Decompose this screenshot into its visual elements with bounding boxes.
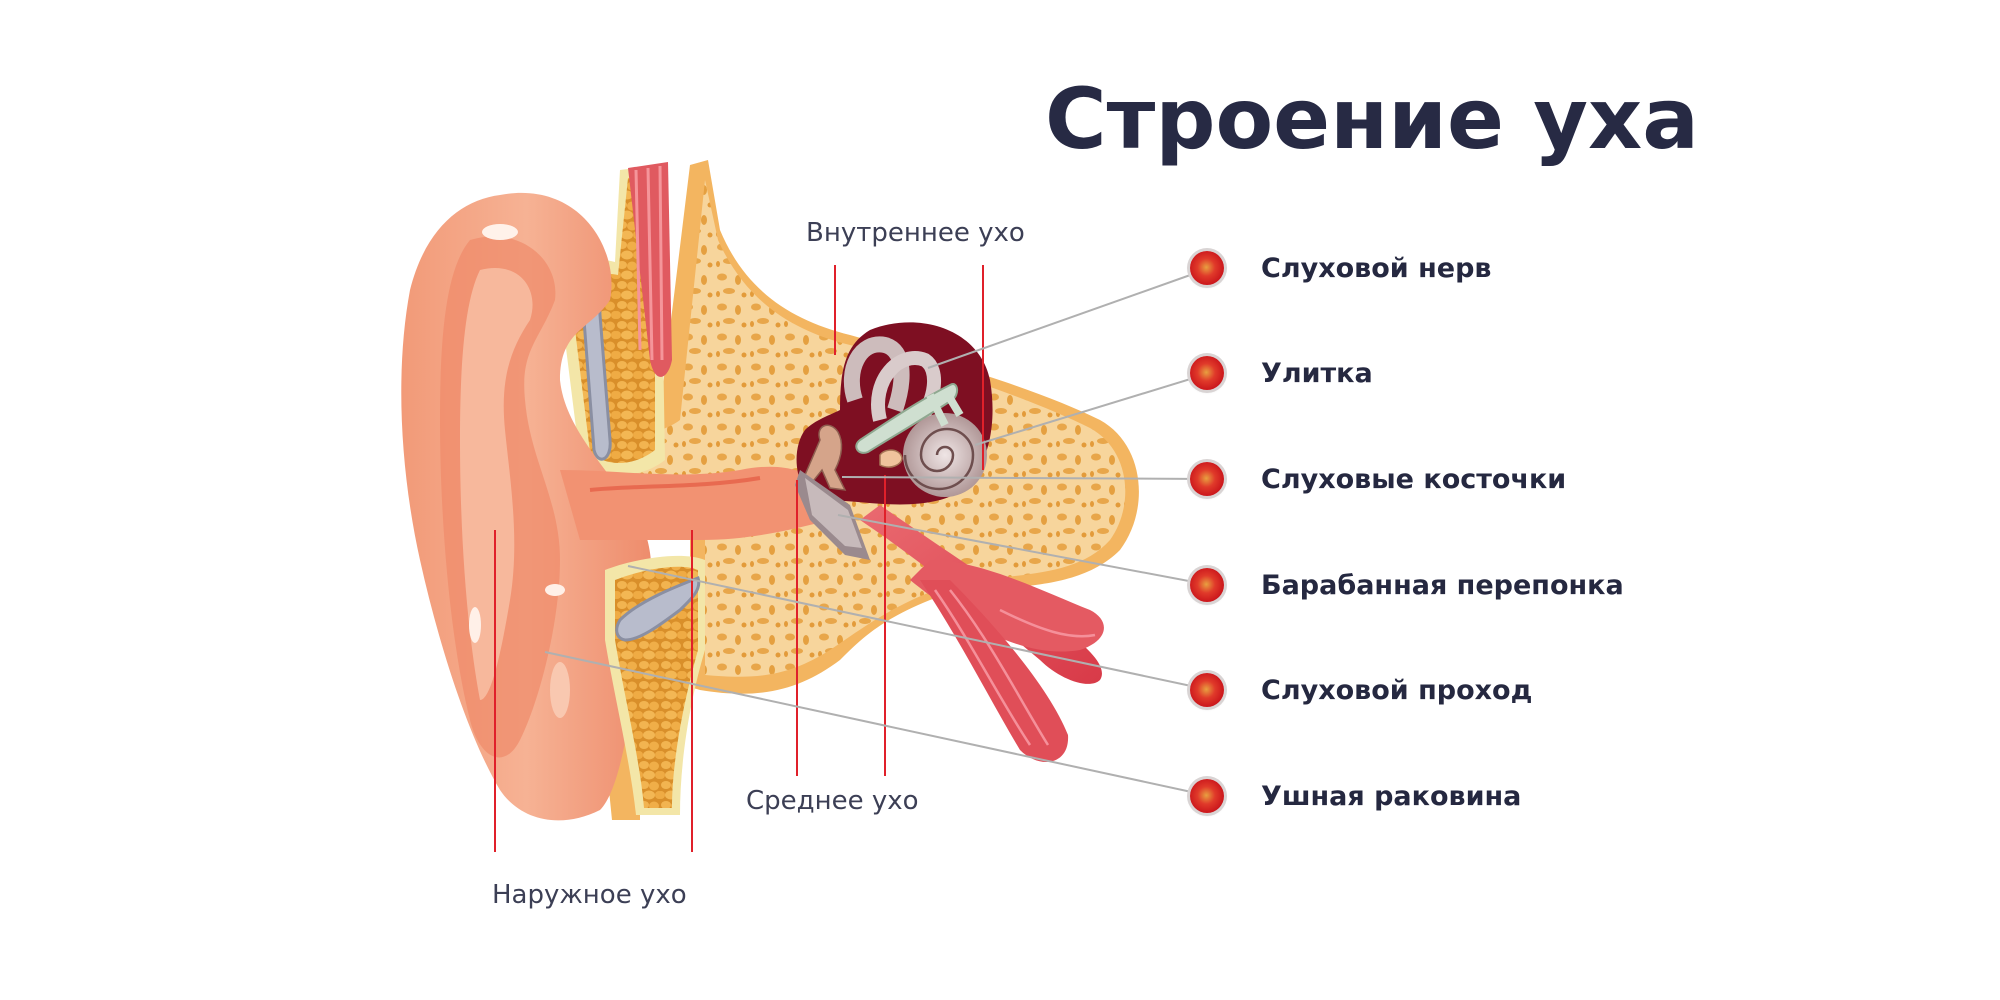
ear-canal bbox=[560, 466, 830, 540]
legend-label: Слуховой нерв bbox=[1261, 252, 1492, 284]
legend-item-ear-canal: Слуховой проход bbox=[1190, 668, 1532, 712]
red-dot-marker-icon bbox=[1190, 568, 1224, 602]
legend-label: Ушная раковина bbox=[1261, 780, 1522, 812]
legend-item-eardrum: Барабанная перепонка bbox=[1190, 563, 1624, 607]
red-dot-marker-icon bbox=[1190, 356, 1224, 390]
legend-label: Барабанная перепонка bbox=[1261, 569, 1624, 601]
leader-lines bbox=[544, 267, 1211, 797]
ossicles bbox=[804, 424, 847, 491]
page-title: Строение уха bbox=[1045, 70, 1699, 168]
zone-label-inner-ear: Внутреннее ухо bbox=[806, 218, 1025, 248]
legend-label: Слуховой проход bbox=[1261, 674, 1533, 706]
red-dot-marker-icon bbox=[1190, 779, 1224, 813]
red-dot-marker-icon bbox=[1190, 673, 1224, 707]
legend-label: Слуховые косточки bbox=[1261, 463, 1567, 495]
red-dot-marker-icon bbox=[1190, 251, 1224, 285]
cochlea bbox=[903, 413, 987, 497]
zone-label-outer-ear: Наружное ухо bbox=[492, 880, 687, 910]
red-dot-marker-icon bbox=[1190, 462, 1224, 496]
zone-label-middle-ear: Среднее ухо bbox=[746, 786, 919, 816]
legend-label: Улитка bbox=[1261, 357, 1373, 389]
legend-item-auditory-nerve: Слуховой нерв bbox=[1190, 246, 1492, 290]
legend-item-pinna: Ушная раковина bbox=[1190, 774, 1521, 818]
semicircular-canals bbox=[843, 336, 910, 413]
legend-item-cochlea: Улитка bbox=[1190, 351, 1373, 395]
legend-item-ossicles: Слуховые косточки bbox=[1190, 457, 1566, 501]
